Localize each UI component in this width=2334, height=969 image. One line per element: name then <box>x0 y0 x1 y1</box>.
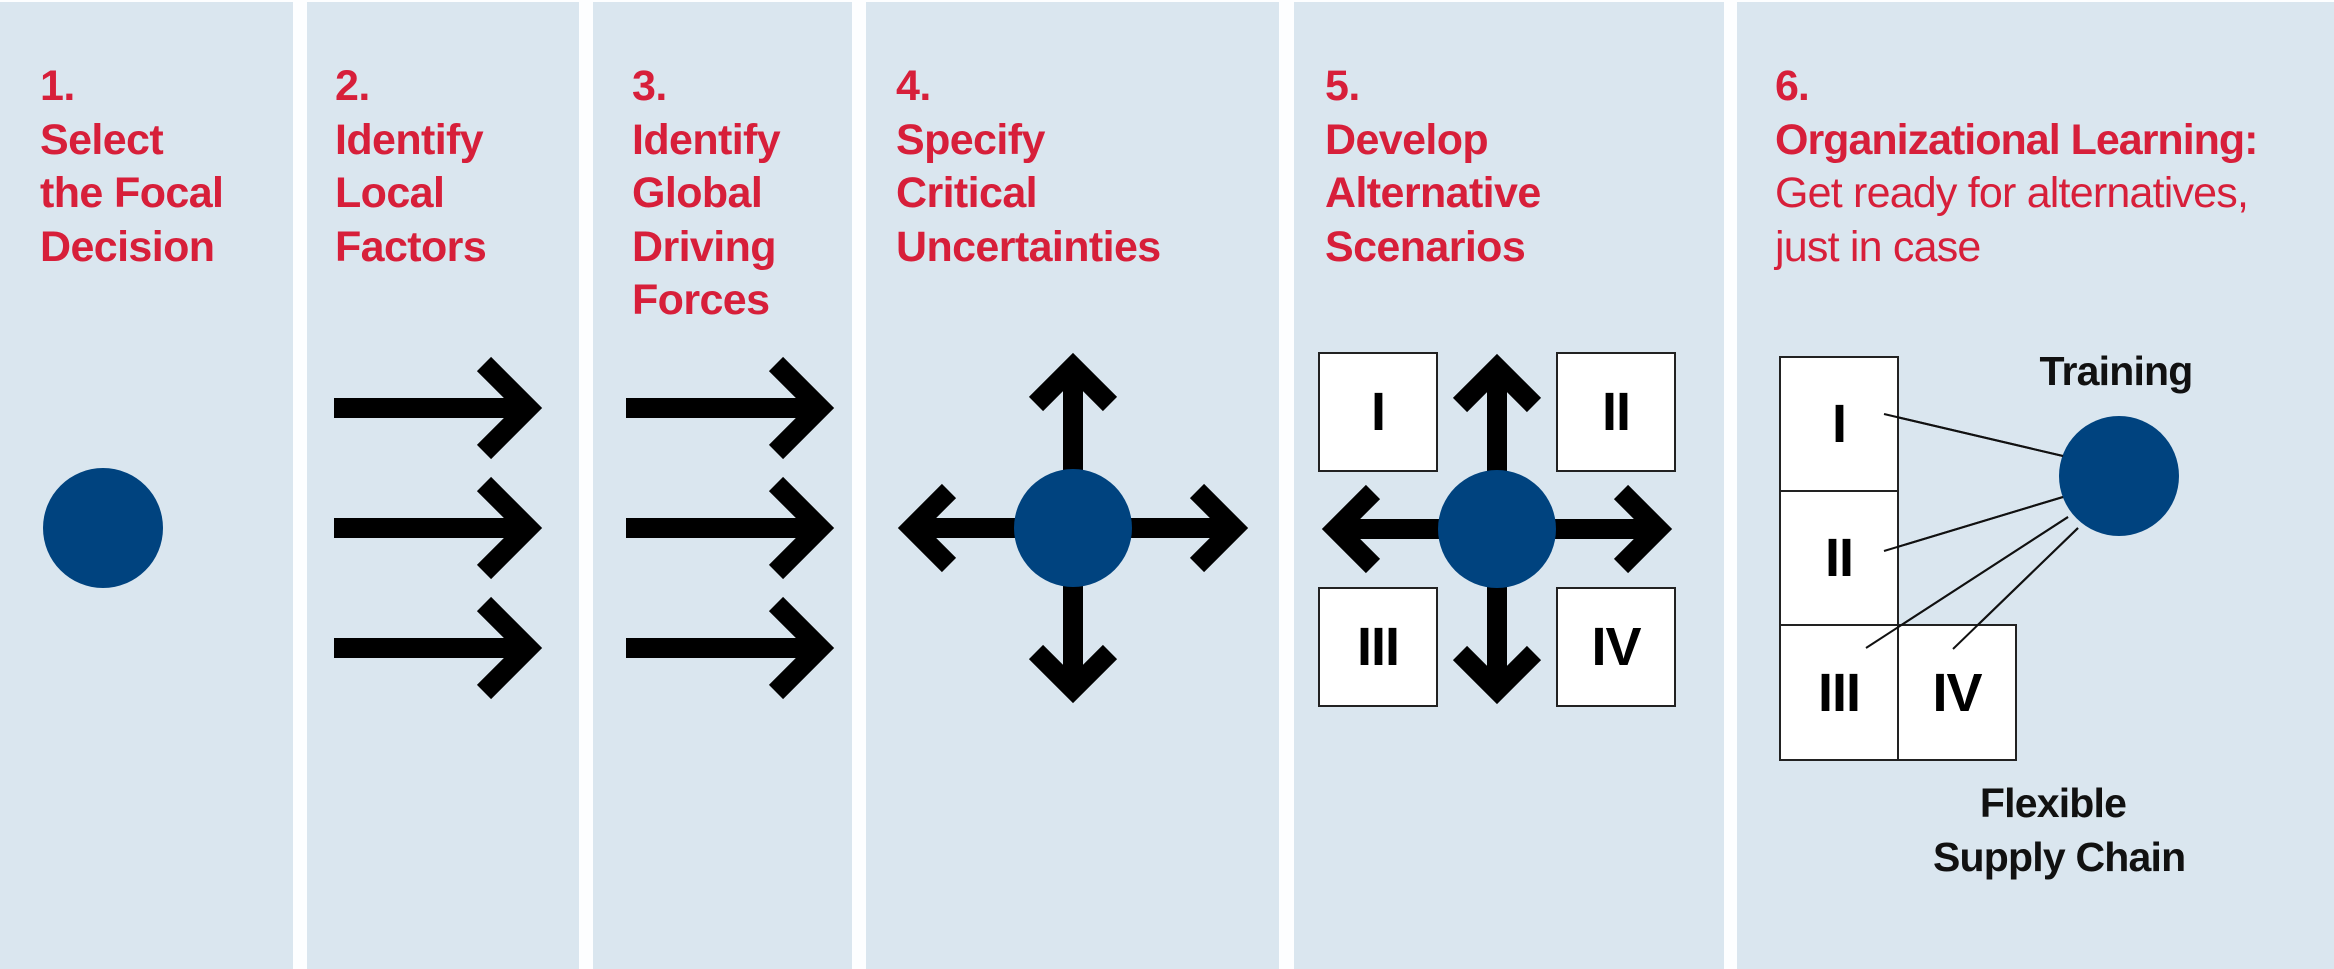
grid-label-line: Supply Chain <box>1933 834 2186 880</box>
scenario-node <box>1438 470 1556 588</box>
scenarios-cross <box>1336 368 1658 690</box>
step-number: 4. <box>896 62 931 110</box>
step-5-heading: 5. Develop Alternative Scenarios <box>1325 60 1541 274</box>
grid-numeral: IV <box>1932 662 1982 723</box>
step-number: 6. <box>1775 62 1810 110</box>
grid-box-2: II <box>1779 490 1899 626</box>
scenario-box-3: III <box>1318 587 1438 707</box>
focal-decision-node <box>43 468 163 588</box>
grid-numeral: III <box>1817 662 1861 723</box>
step-number: 2. <box>335 62 370 110</box>
step-6-heading: 6. Organizational Learning: Get ready fo… <box>1775 60 2258 274</box>
step-title-line: Organizational Learning: <box>1775 115 2258 164</box>
scenario-numeral: II <box>1601 382 1631 442</box>
training-node <box>2059 416 2179 536</box>
step-title-line: Develop <box>1325 115 1489 164</box>
grid-numeral: II <box>1824 528 1854 588</box>
step-title-line: Select <box>40 115 164 164</box>
step-title-line: Uncertainties <box>896 222 1161 271</box>
grid-numeral: I <box>1831 394 1847 454</box>
step-title-line: Specify <box>896 115 1045 164</box>
scenario-numeral: I <box>1370 382 1386 442</box>
step-3-panel: 3. Identify Global Driving Forces <box>593 2 852 969</box>
scenario-box-4: IV <box>1556 587 1676 707</box>
step-title-line: Identify <box>632 115 781 164</box>
step-title-line: the Focal <box>40 169 224 217</box>
step-title-line: Decision <box>40 222 215 271</box>
step-title-line: Identify <box>335 115 484 164</box>
scenario-numeral: IV <box>1591 617 1641 677</box>
uncertainty-node <box>1014 469 1132 587</box>
training-label: Training <box>2039 348 2193 394</box>
step-1-heading: 1. Select the Focal Decision <box>40 60 224 274</box>
step-title-line: Alternative <box>1325 169 1541 217</box>
step-4-heading: 4. Specify Critical Uncertainties <box>896 60 1161 274</box>
scenario-numeral: III <box>1356 617 1400 677</box>
step-title-line: Local <box>335 169 445 217</box>
scenario-box-2: II <box>1556 352 1676 472</box>
step-3-heading: 3. Identify Global Driving Forces <box>632 60 781 328</box>
grid-box-1: I <box>1779 356 1899 492</box>
step-title-line: Driving <box>632 222 777 271</box>
grid-box-4: IV <box>1897 624 2017 761</box>
grid-label-line: Flexible <box>1979 780 2127 826</box>
scenario-box-1: I <box>1318 352 1438 472</box>
step-number: 1. <box>40 62 75 110</box>
uncertainties-cross <box>912 367 1234 689</box>
step-subtitle-line: Get ready for alternatives, <box>1775 169 2249 217</box>
step-title-line: Global <box>632 169 763 217</box>
step-number: 5. <box>1325 62 1360 110</box>
step-1-panel: 1. Select the Focal Decision <box>0 2 293 969</box>
step-title-line: Scenarios <box>1325 222 1526 271</box>
step-title-line: Forces <box>632 276 770 324</box>
step-number: 3. <box>632 62 667 110</box>
step-title-line: Critical <box>896 169 1038 217</box>
step-2-heading: 2. Identify Local Factors <box>335 60 487 274</box>
step-title-line: Factors <box>335 222 487 271</box>
step-2-panel: 2. Identify Local Factors <box>307 2 579 969</box>
flexible-supply-chain-label: Flexible Supply Chain <box>1933 776 2186 884</box>
step-subtitle-line: just in case <box>1775 222 1981 271</box>
